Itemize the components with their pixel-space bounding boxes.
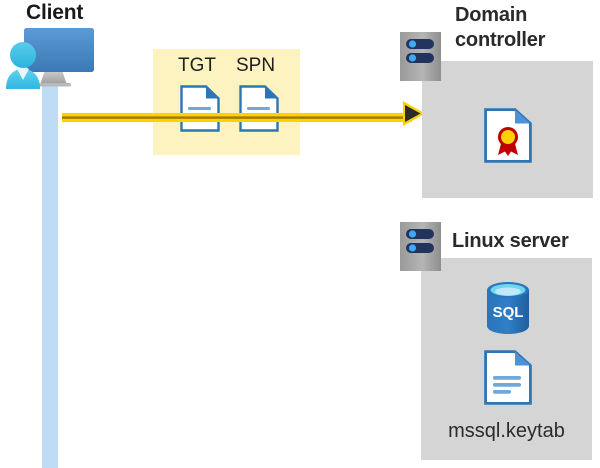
sql-icon-text: SQL xyxy=(493,304,524,321)
sql-database-icon: SQL xyxy=(484,281,532,335)
client-user-monitor-icon xyxy=(4,25,96,90)
keytab-document-icon xyxy=(484,350,532,405)
linux-server-tower-icon xyxy=(400,222,441,271)
linux-server-label: Linux server xyxy=(452,230,569,252)
domain-controller-server-tower-icon xyxy=(400,32,441,81)
client-label: Client xyxy=(26,1,84,24)
request-arrow-head xyxy=(402,100,426,127)
certificate-document-icon xyxy=(484,108,532,163)
message-label-tgt: TGT xyxy=(178,55,216,76)
keytab-filename-label: mssql.keytab xyxy=(448,420,565,442)
message-label-spn: SPN xyxy=(236,55,276,76)
request-arrow-line xyxy=(62,109,412,122)
client-lifeline xyxy=(42,78,58,468)
domain-controller-label: Domain controller xyxy=(455,4,546,51)
